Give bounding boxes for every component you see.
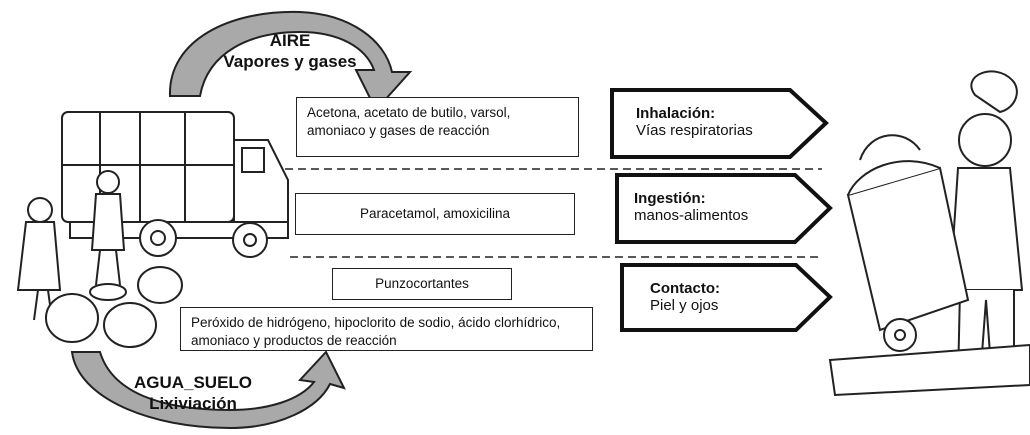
route-inhalation-detail: Vías respiratorias <box>636 122 753 139</box>
air-substances-box: Acetona, acetato de butilo, varsol, amon… <box>296 97 579 157</box>
air-cycle-arrow <box>168 10 413 112</box>
ingestion-substances-box: Paracetamol, amoxicilina <box>295 193 575 235</box>
route-ingestion-detail: manos-alimentos <box>634 207 749 224</box>
sharps-box: Punzocortantes <box>332 268 512 300</box>
inhalation-arrow-shape <box>610 88 829 159</box>
chemicals-box: Peróxido de hidrógeno, hipoclorito de so… <box>180 307 593 351</box>
route-contact-title: Contacto: <box>650 280 720 297</box>
route-contact: Contacto: Piel y ojos <box>650 280 800 314</box>
garbage-bin-worker-illustration <box>828 70 1030 397</box>
air-subtitle: Vapores y gases <box>223 52 357 71</box>
contact-arrow-shape <box>620 263 833 332</box>
route-inhalation-title: Inhalación: <box>636 105 716 122</box>
route-ingestion-title: Ingestión: <box>634 190 706 207</box>
route-inhalation: Inhalación: Vías respiratorias <box>636 105 806 139</box>
water-soil-label: AGUA_SUELO Lixiviación <box>108 372 278 414</box>
air-label: AIRE Vapores y gases <box>200 30 380 72</box>
route-contact-detail: Piel y ojos <box>650 297 719 314</box>
ingestion-arrow-shape <box>615 173 833 244</box>
water-soil-subtitle: Lixiviación <box>149 394 237 413</box>
water-soil-cycle-arrow <box>70 350 346 430</box>
water-soil-title: AGUA_SUELO <box>133 373 253 392</box>
waste-collectors-illustration <box>16 170 183 348</box>
route-ingestion: Ingestión: manos-alimentos <box>634 190 804 224</box>
air-title: AIRE <box>269 31 311 50</box>
